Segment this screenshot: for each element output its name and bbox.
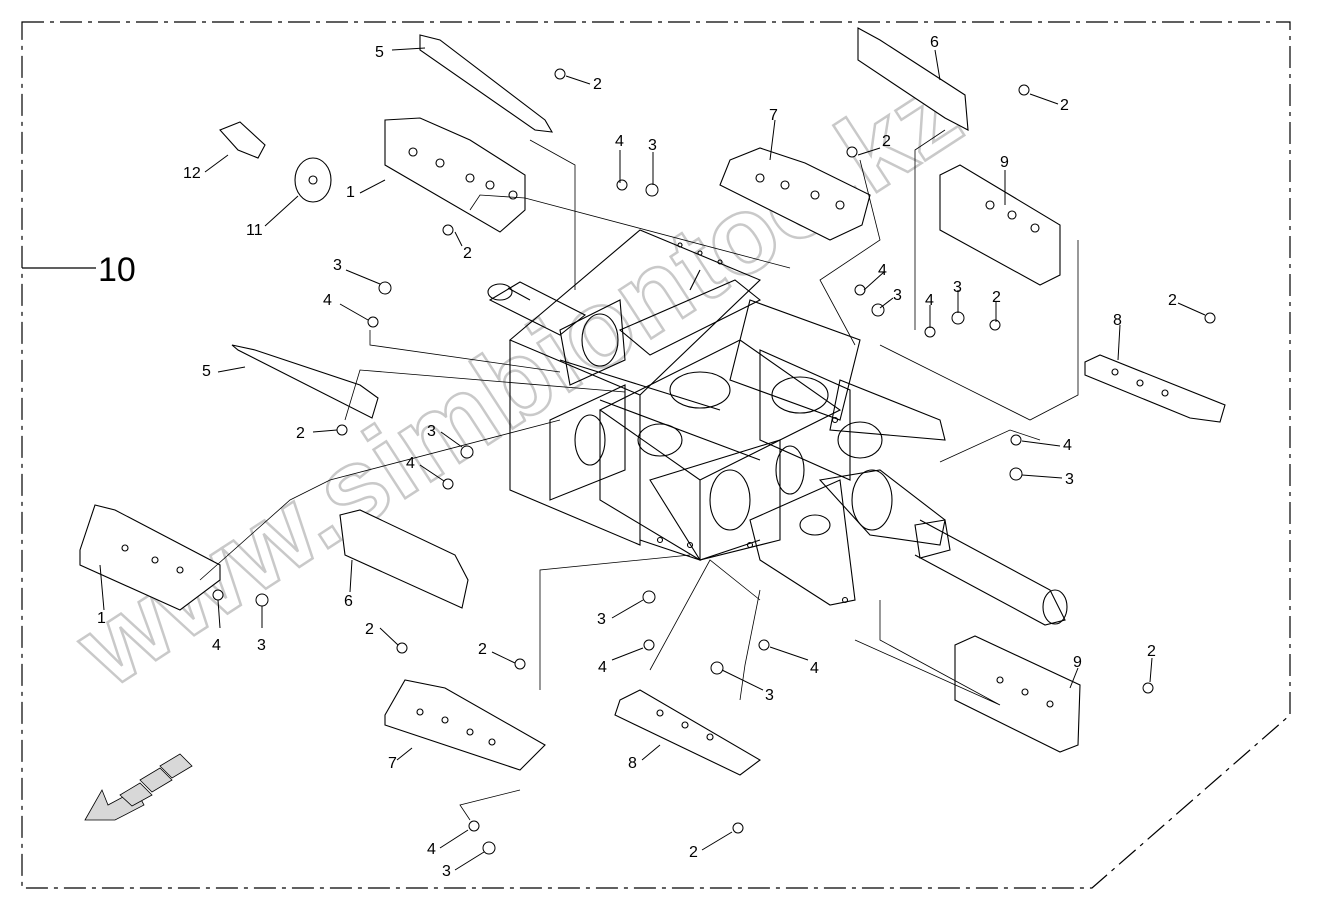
callout: 11 [246,222,263,239]
callout: 5 [202,363,211,380]
callout: 3 [1065,471,1074,488]
callout: 4 [427,841,436,858]
callout: 4 [925,292,934,309]
part-8-right [1084,354,1226,423]
callout: 2 [365,621,374,638]
callout: 6 [344,593,353,610]
part-5-left [231,344,379,419]
callout: 5 [375,44,384,61]
callout: 3 [333,257,342,274]
callout: 3 [953,279,962,296]
callout: 2 [463,245,472,262]
part-9-top [939,164,1061,286]
part-1-top [384,117,526,233]
callout: 2 [1147,643,1156,660]
callout: 4 [212,637,221,654]
leader-lines [99,47,1206,871]
callout: 9 [1073,654,1082,671]
callout: 3 [257,637,266,654]
callout: 2 [1168,292,1177,309]
part-5-top [419,34,554,133]
callout: 8 [628,755,637,772]
callout: 1 [346,184,355,201]
direction-arrow [84,753,193,821]
part-6-top [857,27,969,131]
callout: 4 [406,455,415,472]
assembly-boundary [21,21,1291,889]
assembly-label: 10 [98,251,136,289]
callout: 9 [1000,154,1009,171]
part-1-left [79,504,221,611]
callout: 4 [1063,437,1072,454]
part-8-bottom [614,689,761,776]
callout: 4 [810,660,819,677]
part-6-left [339,509,469,609]
callout: 4 [323,292,332,309]
part-7-top [719,147,871,241]
callout: 3 [427,423,436,440]
hardware [212,68,1216,855]
callout: 2 [1060,97,1069,114]
callout: 2 [689,844,698,861]
callout: 3 [442,863,451,880]
callout: 1 [97,610,106,627]
callout: 7 [769,107,778,124]
callout: 2 [478,641,487,658]
callout: 4 [598,659,607,676]
part-12-bolt [219,121,266,159]
main-frame [487,229,1068,626]
callout-labels: 5 2 6 2 7 2 4 3 12 1 11 2 9 3 4 4 3 4 3 … [97,34,1177,880]
plates [79,27,1226,776]
callout: 3 [893,287,902,304]
callout: 8 [1113,312,1122,329]
callout: 3 [765,687,774,704]
callout: 7 [388,755,397,772]
callout: 2 [296,425,305,442]
part-9-bottom [954,635,1081,753]
callout: 3 [597,611,606,628]
callout: 4 [615,133,624,150]
part-7-bottom [384,679,546,771]
callout: 12 [183,165,201,182]
callout: 2 [992,289,1001,306]
callout: 4 [878,262,887,279]
callout: 2 [882,133,891,150]
callout: 6 [930,34,939,51]
callout: 2 [593,76,602,93]
callout: 3 [648,137,657,154]
